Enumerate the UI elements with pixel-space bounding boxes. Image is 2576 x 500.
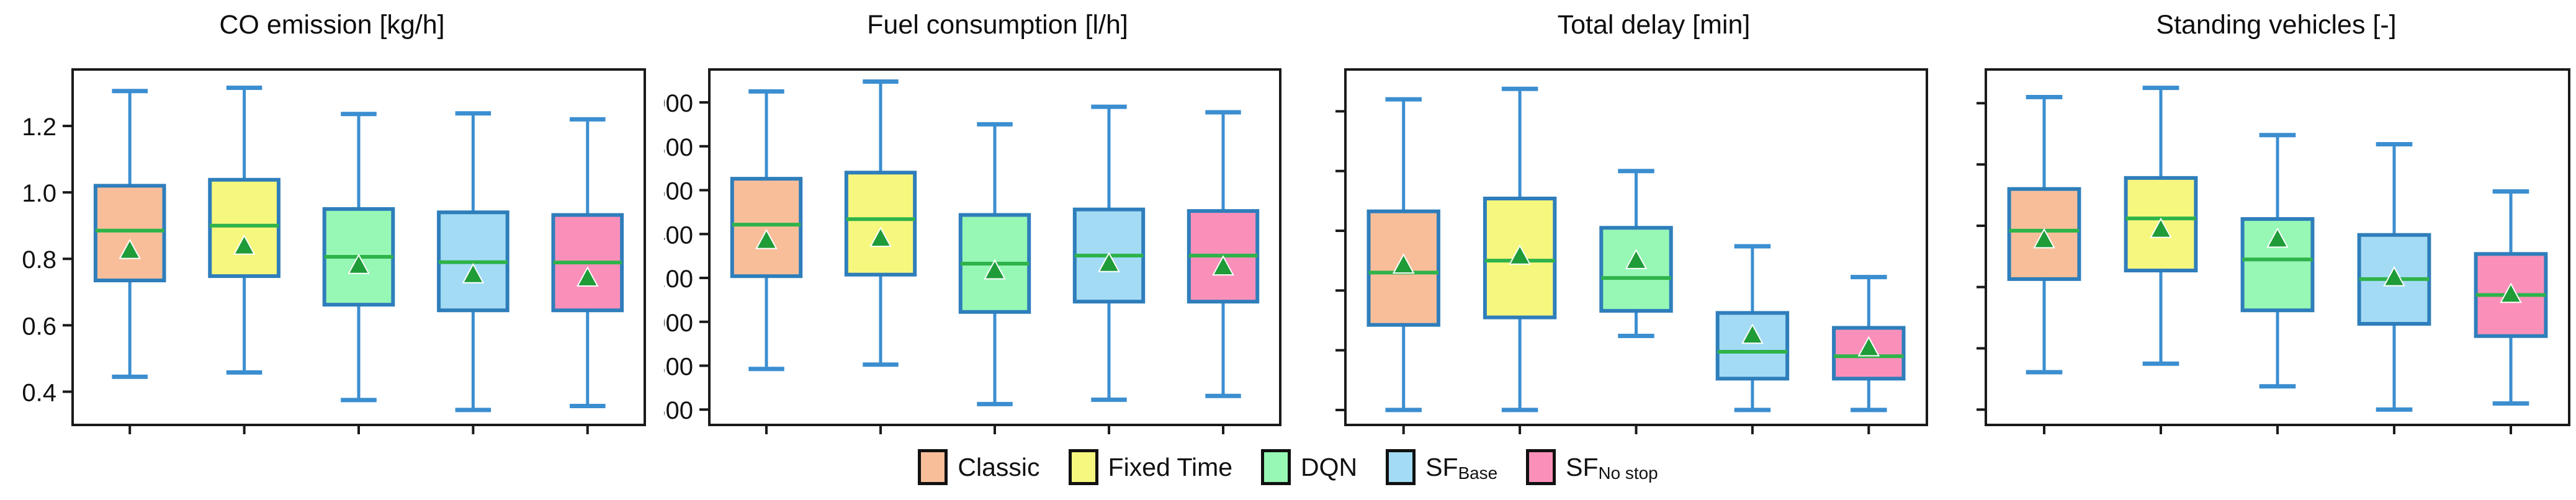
mean-marker bbox=[2383, 266, 2405, 287]
boxplot-fixed-time bbox=[1483, 86, 1557, 413]
box-iqr bbox=[1599, 226, 1673, 313]
panel-title: CO emission [kg/h] bbox=[219, 10, 445, 40]
legend: Classic Fixed Time DQN SFBase SFNo stop bbox=[0, 434, 2576, 500]
boxplot-sf-base bbox=[437, 111, 509, 413]
y-axis-tick-label: 1800 bbox=[664, 134, 693, 161]
panel-co-emission: CO emission [kg/h] 0.4 0.6 0.8 1.0 1.2 bbox=[0, 0, 664, 434]
box-iqr bbox=[844, 171, 917, 277]
plot-area: 0.4 0.6 0.8 1.0 1.2 bbox=[22, 68, 646, 434]
boxplot-classic bbox=[730, 89, 803, 372]
mean-marker bbox=[2266, 227, 2289, 248]
boxplot-classic bbox=[1367, 97, 1440, 413]
mean-marker bbox=[576, 266, 599, 287]
y-axis-tick-label: 600 bbox=[664, 397, 693, 424]
y-axis-tick-label: 1.2 bbox=[22, 114, 56, 141]
legend-item-sf-base[interactable]: SFBase bbox=[1386, 449, 1497, 485]
box-iqr bbox=[730, 177, 803, 279]
legend-item-dqn[interactable]: DQN bbox=[1261, 449, 1357, 485]
box-iqr bbox=[2007, 187, 2081, 281]
legend-item-classic[interactable]: Classic bbox=[918, 449, 1040, 485]
panel-title: Fuel consumption [l/h] bbox=[867, 10, 1128, 40]
boxplot-fixed-time bbox=[2124, 86, 2198, 366]
y-axis-tick-label: 800 bbox=[664, 354, 693, 381]
mean-marker bbox=[119, 238, 141, 259]
mean-marker bbox=[1625, 249, 1648, 269]
legend-item-fixed-time[interactable]: Fixed Time bbox=[1068, 449, 1233, 485]
y-axis-tick-label: 2000 bbox=[664, 90, 693, 117]
mean-marker bbox=[2033, 228, 2055, 249]
boxplot-sf-no-stop bbox=[1832, 275, 1906, 413]
mean-marker bbox=[984, 259, 1006, 280]
y-axis-tick-label: 1200 bbox=[664, 266, 693, 293]
mean-marker bbox=[869, 226, 892, 248]
boxplot-classic bbox=[93, 89, 166, 379]
y-axis-tick-label: 0.6 bbox=[22, 313, 56, 340]
boxplot-sf-no-stop bbox=[551, 117, 624, 408]
panel-fuel-consumption: Fuel consumption [l/h] 600 800 1000 1200 140… bbox=[664, 0, 1331, 434]
boxplot-dqn bbox=[958, 122, 1031, 406]
y-axis-tick-label: 1.0 bbox=[22, 180, 56, 207]
mean-marker bbox=[2500, 282, 2522, 303]
mean-marker bbox=[1098, 251, 1120, 272]
legend-label: SFBase bbox=[1425, 452, 1498, 483]
mean-marker bbox=[1857, 336, 1880, 357]
boxplot-sf-base bbox=[1072, 104, 1146, 402]
boxplot-sf-base bbox=[2357, 142, 2431, 412]
y-axis-tick-label: 0.8 bbox=[22, 246, 56, 274]
mean-marker bbox=[1392, 253, 1415, 274]
y-axis-tick-label: 1600 bbox=[664, 178, 693, 205]
y-axis-tick-label: 1000 bbox=[664, 310, 693, 337]
legend-swatch-icon bbox=[918, 449, 948, 485]
legend-item-sf-no-stop[interactable]: SFNo stop bbox=[1526, 449, 1658, 485]
plot-area: 0246810 bbox=[1335, 68, 1928, 434]
box-iqr bbox=[1715, 311, 1790, 381]
boxplot-classic bbox=[2007, 94, 2081, 375]
legend-label-subscript: Base bbox=[1458, 463, 1498, 483]
y-axis-tick-label: 1400 bbox=[664, 221, 693, 249]
boxplot-fixed-time bbox=[844, 79, 917, 367]
boxplot-dqn bbox=[322, 112, 395, 403]
legend-swatch-icon bbox=[1526, 449, 1556, 485]
panel-total-delay: Total delay [min] 0246810 bbox=[1331, 0, 1977, 434]
legend-label: SFNo stop bbox=[1566, 452, 1658, 483]
boxplot-dqn bbox=[2240, 133, 2315, 389]
panels-row: CO emission [kg/h] 0.4 0.6 0.8 1.0 1.2 Fuel … bbox=[0, 0, 2576, 434]
panel-title: Total delay [min] bbox=[1557, 10, 1751, 40]
mean-marker bbox=[348, 253, 370, 274]
mean-marker bbox=[755, 228, 778, 249]
panel-standing-vehicles: Standing vehicles [-] 01020304050 bbox=[1977, 0, 2576, 434]
boxplot-dqn bbox=[1599, 169, 1673, 339]
mean-marker bbox=[1741, 323, 1764, 344]
box-iqr bbox=[93, 184, 166, 283]
legend-swatch-icon bbox=[1386, 449, 1416, 485]
mean-marker bbox=[233, 234, 256, 255]
mean-marker bbox=[462, 262, 485, 283]
legend-label-subscript: No stop bbox=[1598, 463, 1658, 483]
boxplot-fixed-time bbox=[208, 85, 280, 375]
legend-label: Fixed Time bbox=[1108, 452, 1233, 481]
plot-area: 01020304050 bbox=[1977, 68, 2570, 434]
legend-swatch-icon bbox=[1068, 449, 1098, 485]
boxplot-sf-base bbox=[1715, 244, 1790, 413]
plot-area: 600 800 1000 1200 1400 1600 1800 2000 bbox=[664, 68, 1281, 434]
mean-marker bbox=[2150, 217, 2172, 238]
boxplot-sf-no-stop bbox=[2474, 189, 2548, 406]
mean-marker bbox=[1509, 244, 1531, 265]
panel-title: Standing vehicles [-] bbox=[2156, 10, 2397, 40]
legend-label: Classic bbox=[958, 452, 1040, 481]
box-iqr bbox=[208, 177, 280, 279]
y-axis-tick-label: 0.4 bbox=[22, 379, 56, 406]
mean-marker bbox=[1212, 255, 1234, 276]
boxplot-sf-no-stop bbox=[1187, 110, 1260, 398]
legend-swatch-icon bbox=[1261, 449, 1291, 485]
legend-label: DQN bbox=[1301, 452, 1358, 481]
